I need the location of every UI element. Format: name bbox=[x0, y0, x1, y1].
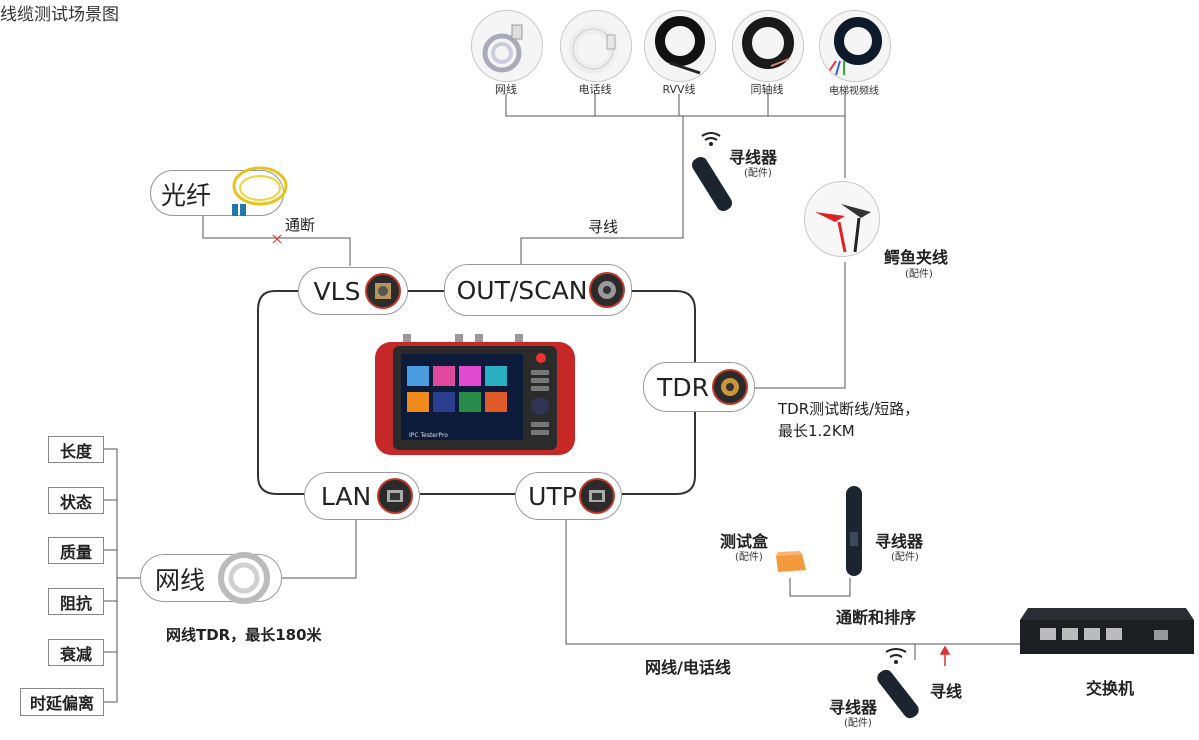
bnc-connector-icon bbox=[589, 272, 625, 308]
network-cable-desc: 网线TDR，最长180米 bbox=[166, 626, 322, 644]
test-item-length: 长度 bbox=[48, 436, 104, 463]
tracer-top-note: (配件) bbox=[744, 168, 772, 179]
fiber-link-label: 通断 bbox=[285, 216, 316, 234]
test-item-quality: 质量 bbox=[48, 537, 104, 564]
fiber-cable-icon bbox=[232, 166, 288, 216]
coax-cable-photo bbox=[732, 10, 804, 82]
test-item-skew: 时延偏离 bbox=[20, 688, 104, 716]
port-vls-label: VLS bbox=[313, 276, 361, 306]
tracer-probe-icon bbox=[691, 132, 733, 212]
tester-device-body bbox=[375, 334, 575, 455]
test-box-note: (配件) bbox=[735, 552, 763, 563]
cable-coil-icon bbox=[218, 552, 270, 604]
tracer-bottom-name: 寻线器 bbox=[829, 698, 878, 717]
network-cable-photo bbox=[471, 10, 543, 82]
clip-name: 鳄鱼夹线 bbox=[884, 248, 949, 267]
vls-connector-icon bbox=[365, 273, 401, 309]
tracer-mid-name: 寻线器 bbox=[875, 532, 924, 551]
tracing-label: 寻线 bbox=[588, 218, 619, 236]
tracer-probe-bottom-icon bbox=[877, 648, 919, 719]
port-tdr-label: TDR bbox=[657, 372, 709, 402]
test-item-attenuation: 衰减 bbox=[48, 639, 104, 666]
fiber-node: 光纤 bbox=[150, 170, 284, 216]
tdr-desc-line1: TDR测试断线/短路， bbox=[778, 400, 920, 418]
port-lan: LAN bbox=[304, 472, 420, 520]
network-switch-icon bbox=[1020, 608, 1194, 654]
utp-port-icon bbox=[579, 478, 615, 514]
port-utp-label: UTP bbox=[528, 481, 577, 511]
device-brand: IPC TesterPro bbox=[409, 432, 448, 439]
tester-device: IPC TesterPro bbox=[375, 332, 575, 457]
port-tdr: TDR bbox=[643, 362, 755, 412]
elevator-cable-photo bbox=[819, 10, 891, 82]
tracer-bottom-note: (配件) bbox=[844, 718, 872, 729]
test-box-name: 测试盒 bbox=[720, 532, 769, 551]
rvv-cable-photo bbox=[644, 10, 716, 82]
port-utp: UTP bbox=[515, 472, 622, 520]
tdr-connector-icon bbox=[712, 369, 748, 405]
cable-label: 同轴线 bbox=[750, 83, 784, 96]
cable-label: 网线 bbox=[495, 83, 517, 96]
tracer-bottom-action: 寻线 bbox=[930, 682, 963, 701]
tracer-probe-mid-icon bbox=[846, 486, 862, 576]
port-lan-label: LAN bbox=[320, 481, 372, 511]
continuity-label: 通断和排序 bbox=[836, 608, 917, 627]
phone-cable-photo bbox=[560, 10, 632, 82]
clip-note: (配件) bbox=[905, 269, 933, 280]
test-box-icon bbox=[776, 551, 806, 572]
tdr-desc-line2: 最长1.2KM bbox=[778, 422, 855, 440]
utp-cable-label: 网线/电话线 bbox=[645, 658, 731, 677]
test-item-impedance: 阻抗 bbox=[48, 588, 104, 615]
rj45-port-icon bbox=[377, 478, 413, 514]
switch-label: 交换机 bbox=[1086, 679, 1135, 698]
alligator-clip-photo bbox=[804, 181, 880, 257]
network-cable-label: 网线 bbox=[155, 566, 206, 595]
cable-label: 电梯视频线 bbox=[829, 86, 879, 97]
cable-label: 电话线 bbox=[578, 83, 612, 96]
port-vls: VLS bbox=[298, 267, 408, 315]
cable-label: RVV线 bbox=[662, 83, 696, 96]
page-title: 线缆测试场景图 bbox=[0, 5, 119, 25]
tracer-mid-note: (配件) bbox=[891, 552, 919, 563]
port-out-scan-label: OUT/SCAN bbox=[456, 275, 588, 305]
port-out-scan: OUT/SCAN bbox=[444, 264, 632, 316]
test-item-status: 状态 bbox=[48, 487, 104, 514]
tracer-top-name: 寻线器 bbox=[729, 148, 778, 167]
fiber-label: 光纤 bbox=[161, 181, 212, 210]
